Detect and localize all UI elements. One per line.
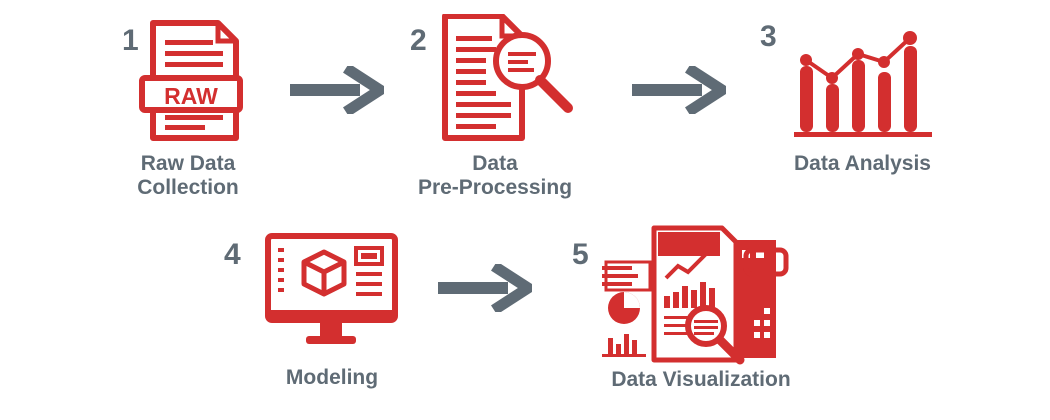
dashboard-report-icon (602, 225, 789, 365)
step-number-4: 4 (224, 238, 241, 271)
raw-file-icon: RAW (139, 20, 243, 141)
step-label-2: Data Pre-Processing (417, 152, 573, 199)
arrow-right-icon (438, 264, 532, 312)
step-number-3: 3 (760, 20, 777, 53)
step-number-5: 5 (572, 238, 589, 271)
step-label-4: Modeling (285, 366, 379, 389)
step-label-1: Raw Data Collection (137, 152, 239, 199)
arrow-right-icon (290, 66, 384, 114)
step-label-3: Data Analysis (794, 152, 931, 175)
raw-badge-text: RAW (164, 83, 218, 109)
arrow-right-icon (632, 66, 726, 114)
step-number-2: 2 (410, 24, 427, 57)
bar-line-chart-icon (794, 31, 932, 137)
document-magnifier-icon (442, 14, 573, 141)
step-label-5: Data Visualization (611, 368, 791, 391)
step-number-1: 1 (122, 24, 139, 57)
monitor-cube-icon (265, 233, 398, 344)
